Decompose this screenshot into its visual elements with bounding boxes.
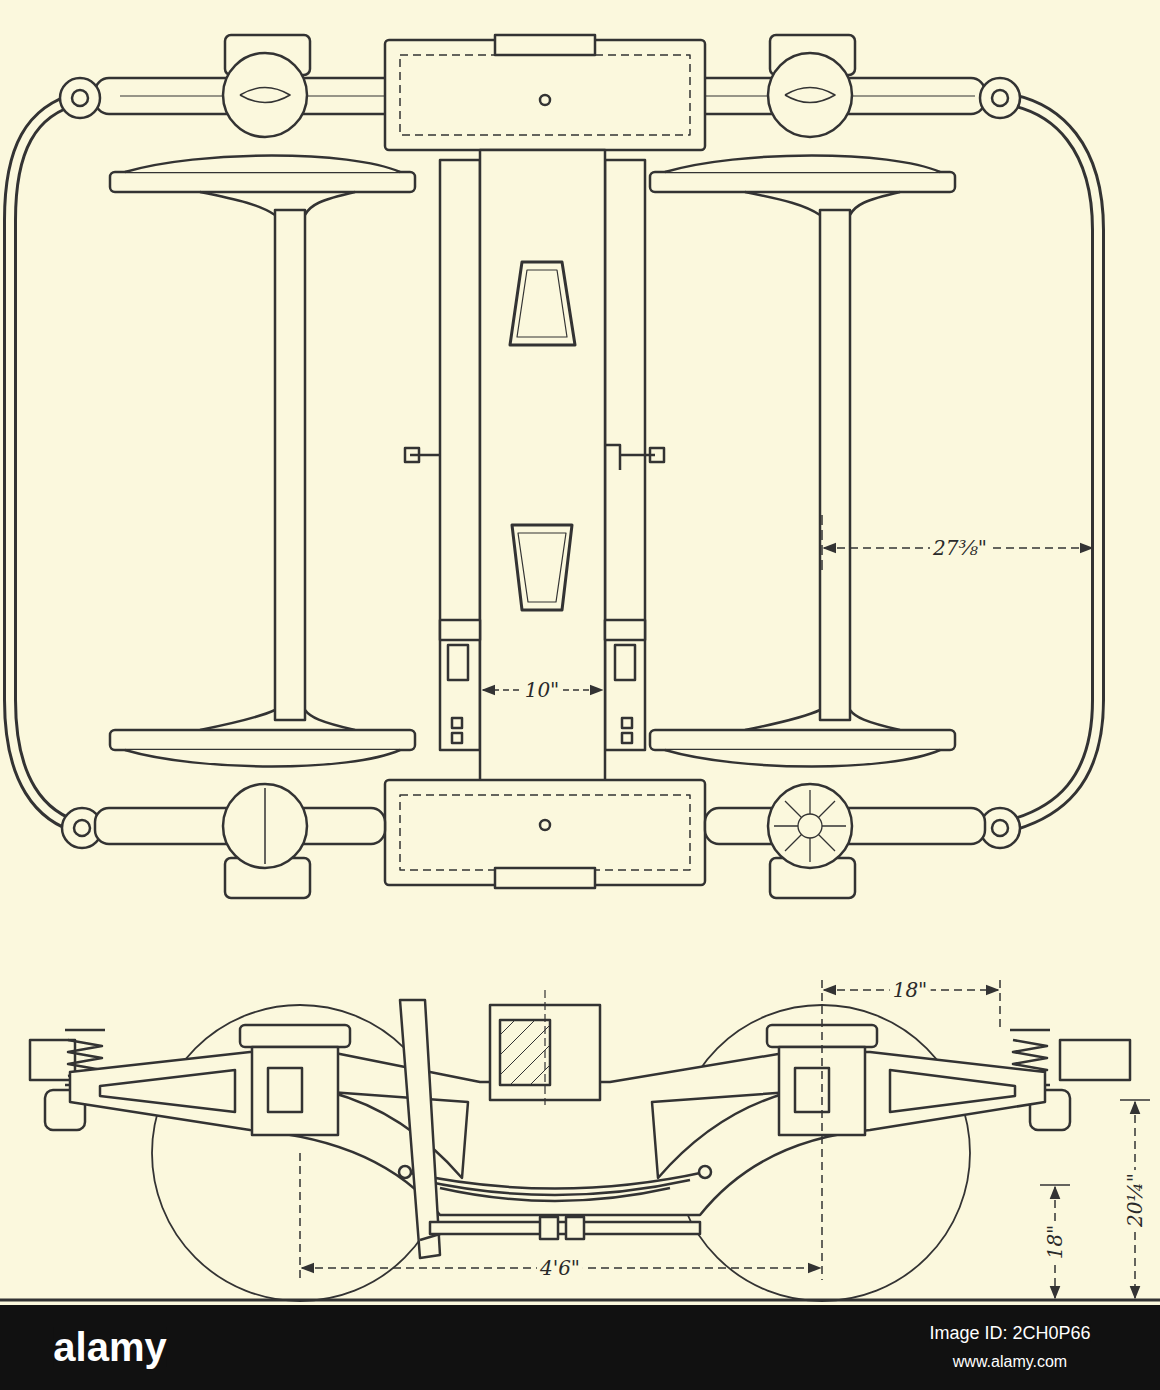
dimension-label: 4'6": [537, 1257, 583, 1279]
dimension-label: 10": [522, 679, 563, 701]
dimension-label: 18": [1044, 1222, 1066, 1263]
dimension-label: 27⅜": [930, 537, 990, 559]
dimension-label: 20¼": [1124, 1170, 1146, 1230]
watermark-logo: alamy: [53, 1327, 166, 1367]
dimension-label: 18": [890, 979, 931, 1001]
watermark-url: www.alamy.com: [953, 1354, 1067, 1370]
image-id: Image ID: 2CH0P66: [929, 1324, 1090, 1342]
